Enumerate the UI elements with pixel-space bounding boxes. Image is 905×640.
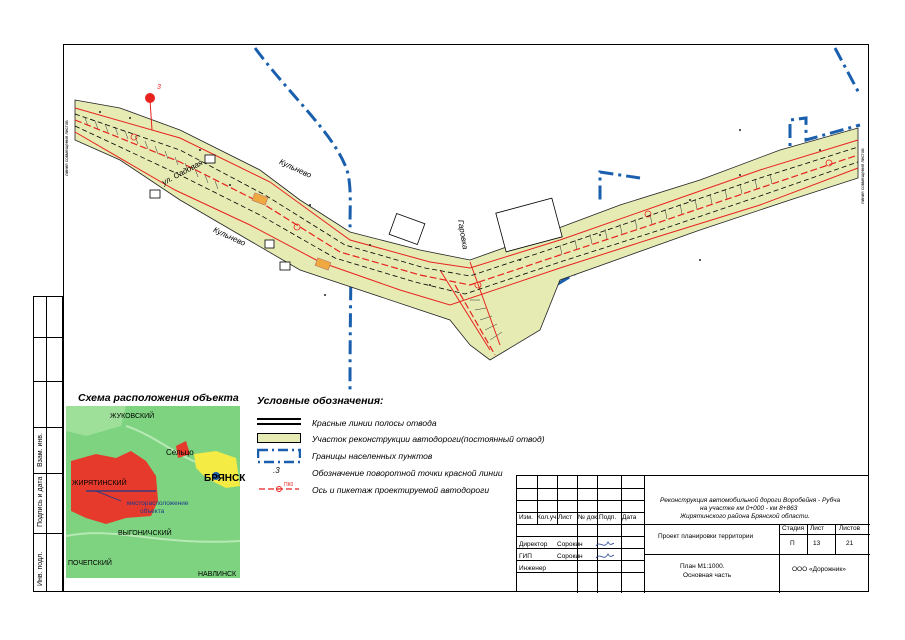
scheme-bryansk-city — [194, 451, 240, 488]
turning-point-label: 3 — [157, 84, 161, 91]
role-gip: ГИП — [519, 553, 532, 560]
plan-scale: План М1:1000. — [680, 563, 725, 570]
signature-scribble — [595, 541, 615, 559]
legend-title: Условные обозначения: — [257, 395, 384, 407]
location-scheme-map — [66, 406, 240, 578]
scheme-town-zhukovsky: ЖУКОВСКИЙ — [110, 413, 155, 420]
building — [279, 261, 291, 271]
col-header-change: Изм. — [519, 514, 533, 521]
scheme-title: Схема расположения объекта — [78, 392, 239, 404]
project-title: Реконструкция автомобильной дороги Вороб… — [660, 497, 841, 504]
sheets-header: Листов — [839, 525, 861, 532]
turning-point-marker — [145, 93, 155, 103]
building — [149, 189, 161, 199]
col-header-count: Кол.уч — [537, 514, 557, 521]
stage-header: Стадия — [782, 525, 805, 532]
road-plan-map — [74, 47, 862, 391]
stage-value: П — [790, 540, 795, 547]
legend-label: Участок реконструкции автодороги(постоян… — [312, 434, 545, 444]
road-axis-branch — [454, 284, 496, 356]
red-line-branch — [439, 261, 501, 351]
title-block — [516, 475, 870, 593]
stamp-signature-date: Подпись и дата — [37, 476, 44, 527]
sheet-join-left: линия совмещения листов — [64, 120, 69, 176]
scheme-object-label-2: объекта — [140, 508, 165, 515]
scheme-zhiryatino-region — [71, 451, 158, 524]
sheet-header: Лист — [810, 525, 825, 532]
role-engineer: Инженер — [519, 565, 547, 572]
plan-part: Основная часть — [683, 572, 732, 579]
drawing-frame — [63, 44, 869, 592]
legend-label: Границы населенных пунктов — [312, 451, 433, 461]
settlement-boundary-far-right — [833, 47, 862, 96]
col-header-sheet: Лист — [558, 514, 573, 521]
road-axis — [74, 119, 859, 286]
legend-symbol-road-section — [257, 433, 301, 443]
project-title-line3: Жирятинского района Брянской области. — [680, 513, 810, 520]
legend-symbol-red-lines — [257, 418, 301, 425]
legend-symbol-settlement-boundary — [257, 448, 301, 464]
side-stamp — [33, 296, 63, 592]
legend-picket-mark: ПК0 — [284, 482, 294, 488]
sheets-value: 21 — [846, 540, 854, 547]
sheet-value: 13 — [813, 540, 821, 547]
scheme-region-pochepsky: ПОЧЕПСКИЙ — [68, 560, 112, 567]
legend-label: Обозначение поворотной точки красной лин… — [312, 468, 503, 478]
building — [495, 197, 563, 253]
settlement-boundary-top-right — [598, 116, 861, 200]
legend-symbol-axis — [259, 486, 299, 492]
company-name: ООО «Дорожник» — [792, 566, 846, 573]
building — [264, 239, 275, 249]
stamp-inv-original: Инв. подл. — [37, 551, 44, 586]
col-header-sign: Подп. — [599, 514, 617, 521]
legend-symbol-turning-point: .3 — [273, 466, 280, 475]
name-director: Сорокин — [557, 541, 583, 548]
red-line-lower — [74, 131, 859, 306]
legend-label: Ось и пикетаж проектируемой автодороги — [312, 485, 490, 495]
stamp-replaces-inv: Взам. инв. — [37, 433, 44, 467]
settlement-boundary-kulnevo — [253, 47, 353, 391]
building — [204, 154, 216, 164]
name-gip: Сорокин — [557, 553, 583, 560]
scheme-region-zhiryatinsky: ЖИРЯТИНСКИЙ — [72, 480, 127, 487]
scheme-town-bryansk: БРЯНСК — [204, 473, 246, 484]
scheme-town-seltso: Сельцо — [166, 448, 194, 457]
scheme-region-vygonichsky: ВЫГОНИЧСКИЙ — [118, 530, 172, 537]
col-header-date: Дата — [622, 514, 637, 521]
red-line-upper — [74, 107, 859, 269]
scheme-region-navlinsky: НАВЛИНСК — [198, 571, 237, 578]
legend-label: Красные линии полосы отвода — [312, 418, 437, 428]
sheet-join-right: линия совмещения листов — [860, 148, 865, 204]
role-director: Директор — [519, 541, 548, 548]
project-title-line2: на участке км 0+000 - км 8+863 — [700, 505, 798, 512]
scheme-object-label: месторасположение — [127, 500, 189, 507]
building — [388, 213, 426, 245]
col-header-doc: № док. — [578, 514, 599, 521]
section-name: Проект планировки территории — [658, 533, 754, 540]
